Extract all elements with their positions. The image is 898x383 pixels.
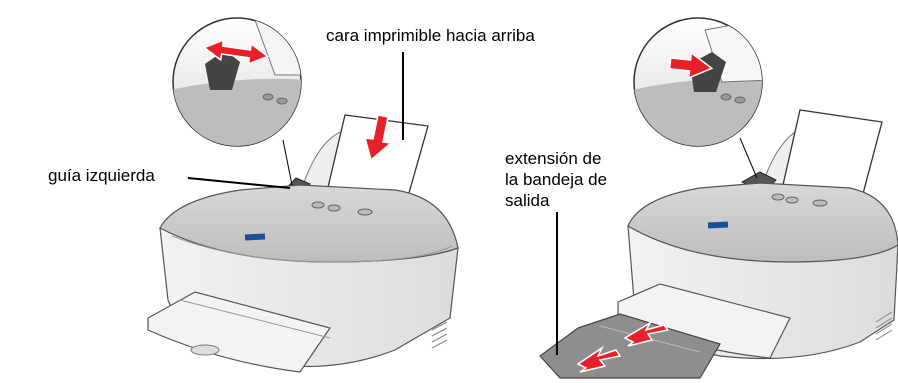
button	[311, 201, 325, 209]
arrow-down-paper	[363, 114, 393, 162]
button	[812, 199, 828, 207]
button	[771, 193, 785, 201]
left-printer	[147, 114, 459, 373]
arrow-extension-1	[623, 320, 670, 347]
label-left-guide: guía izquierda	[48, 166, 155, 185]
arrow-right-guide-detail	[668, 51, 714, 80]
button	[357, 208, 373, 216]
label-line: la bandeja de	[505, 170, 608, 189]
logo-badge	[244, 233, 266, 241]
detail-connector-left	[282, 139, 293, 186]
right-guide-detail-circle	[633, 17, 763, 147]
button	[785, 196, 799, 204]
logo-badge	[707, 221, 729, 229]
label-line: extensión de	[505, 149, 602, 168]
double-arrow-left-guide-detail	[202, 38, 270, 66]
button	[327, 204, 341, 212]
label-line: salida	[505, 191, 550, 210]
detail-connector-right	[739, 137, 758, 179]
label-printable-side: cara imprimible hacia arriba	[326, 26, 535, 45]
label-output-tray-extension: extensión de la bandeja de salida	[505, 148, 607, 211]
output-tray	[147, 291, 331, 373]
arrow-extension-2	[576, 345, 622, 373]
leader-left-guide	[187, 177, 291, 189]
left-guide-detail-circle	[172, 17, 302, 147]
printer-top-cover	[627, 182, 898, 263]
